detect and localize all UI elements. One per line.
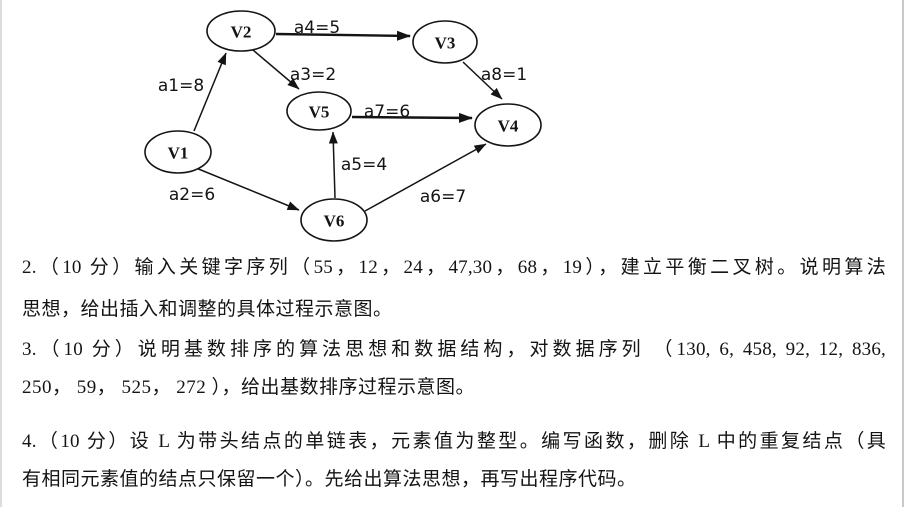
- edge-labels-layer: a1=8 a2=6 a3=2 a4=5 a5=4 a6=7 a7=6 a8=1: [158, 18, 527, 207]
- node-V6-label: V6: [324, 212, 345, 231]
- question-4-line-1: 4.（10 分）设 L 为带头结点的单链表，元素值为整型。编写函数，删除 L 中…: [22, 431, 886, 452]
- edge-a7-arrow: [351, 112, 473, 123]
- edge-a2-arrow: [195, 167, 300, 211]
- edge-a3-arrow: [252, 49, 300, 90]
- node-V6: V6: [300, 198, 368, 242]
- edge-a4-arrow: [275, 30, 411, 41]
- question-4-line-2: 有相同元素值的结点只保留一个）。先给出算法思想，再写出程序代码。: [22, 469, 637, 490]
- node-V5: V5: [286, 91, 352, 131]
- edge-label-a6: a6=7: [420, 187, 466, 207]
- edge-label-a5: a5=4: [341, 155, 387, 175]
- question-3-line-2: 250， 59， 525， 272 ），给出基数排序过程示意图。: [22, 377, 476, 398]
- edge-label-a2: a2=6: [169, 185, 215, 205]
- edge-a8-arrow: [462, 61, 503, 100]
- node-V1-ellipse: [144, 130, 212, 174]
- node-V5-label: V5: [309, 103, 330, 122]
- node-V2: V2: [206, 10, 276, 52]
- edge-a6-arrow: [364, 143, 487, 212]
- edges-layer: [193, 30, 503, 212]
- edge-label-a4: a4=5: [294, 18, 340, 38]
- node-V1-label: V1: [168, 144, 189, 163]
- edge-a5-arrow: [328, 131, 338, 199]
- question-2-line-1: 2.（10 分）输入关键字序列（55，12，24，47,30，68，19），建立…: [22, 257, 886, 278]
- question-3-line-1: 3.（10 分）说明基数排序的算法思想和数据结构，对数据序列 （130, 6, …: [22, 339, 886, 360]
- node-V3-ellipse: [412, 20, 478, 64]
- edge-label-a3: a3=2: [290, 65, 336, 85]
- edge-label-a8: a8=1: [481, 65, 527, 85]
- node-V1: V1: [144, 130, 212, 174]
- node-V4: V4: [474, 103, 542, 147]
- question-2-line-2: 思想，给出插入和调整的具体过程示意图。: [22, 299, 393, 320]
- node-V4-label: V4: [498, 117, 519, 136]
- node-V2-label: V2: [231, 23, 252, 42]
- node-V3: V3: [412, 20, 478, 64]
- edge-label-a1: a1=8: [158, 76, 204, 96]
- node-V4-ellipse: [474, 103, 542, 147]
- edge-label-a7: a7=6: [364, 102, 410, 122]
- graph-diagram: a1=8a2=6a3=2a4=5a5=4a6=7a7=6a8=1 V1V2V3V…: [144, 10, 542, 242]
- node-V3-label: V3: [435, 34, 456, 53]
- node-V6-ellipse: [300, 198, 368, 242]
- node-V2-ellipse: [206, 10, 276, 52]
- edge-a1-arrow: [193, 52, 227, 132]
- node-V5-ellipse: [286, 91, 352, 131]
